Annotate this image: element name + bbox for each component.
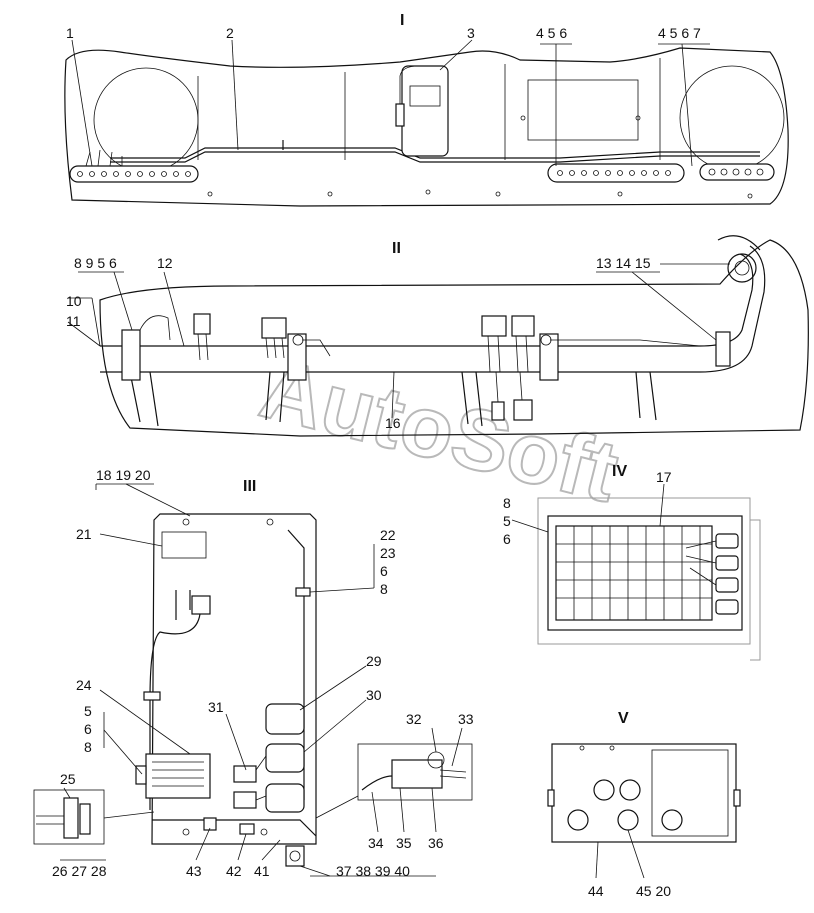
callout: 11 xyxy=(66,313,81,329)
callout: 1 xyxy=(66,25,74,41)
section-ii-view xyxy=(67,235,809,437)
callout: 18 19 20 xyxy=(96,467,151,483)
callout: 32 xyxy=(406,711,422,727)
callout: 41 xyxy=(254,863,270,879)
callout: 6 xyxy=(380,563,388,579)
callout: 5 xyxy=(84,703,92,719)
callout: 44 xyxy=(588,883,604,899)
callout: 10 xyxy=(66,293,82,309)
section-title-ii: II xyxy=(392,240,401,257)
section-i-view xyxy=(64,39,789,207)
callout: 43 xyxy=(186,863,202,879)
callout: 24 xyxy=(76,677,92,693)
section-title-iv: IV xyxy=(612,463,627,480)
callout: 8 xyxy=(503,495,511,511)
callout: 16 xyxy=(385,415,401,431)
callout: 13 14 15 xyxy=(596,255,651,271)
section-title-v: V xyxy=(618,710,629,727)
callout: 37 38 39 40 xyxy=(336,863,410,879)
section-iii-view xyxy=(33,483,473,877)
callout: 3 xyxy=(467,25,475,41)
callout: 33 xyxy=(458,711,474,727)
callout: 5 xyxy=(503,513,511,529)
callout: 36 xyxy=(428,835,444,851)
callout: 34 xyxy=(368,835,384,851)
callout: 12 xyxy=(157,255,173,271)
section-v-view xyxy=(547,743,741,879)
section-iv-view xyxy=(511,483,761,661)
battery-grid xyxy=(556,526,712,620)
callout: 17 xyxy=(656,469,672,485)
sockets xyxy=(715,533,739,615)
callout: 8 xyxy=(84,739,92,755)
callout: 45 20 xyxy=(636,883,671,899)
section-titles: I II III IV V xyxy=(243,12,629,727)
section-title-i: I xyxy=(400,12,404,29)
callout: 42 xyxy=(226,863,242,879)
callout: 35 xyxy=(396,835,412,851)
callout: 4 5 6 xyxy=(536,25,567,41)
callout: 2 xyxy=(226,25,234,41)
callout: 8 9 5 6 xyxy=(74,255,117,271)
callout: 25 xyxy=(60,771,76,787)
callout: 6 xyxy=(503,531,511,547)
callout: 26 27 28 xyxy=(52,863,107,879)
callout: 22 xyxy=(380,527,396,543)
callout: 30 xyxy=(366,687,382,703)
callout: 21 xyxy=(76,526,92,542)
callout: 31 xyxy=(208,699,224,715)
callout: 4 5 6 7 xyxy=(658,25,701,41)
callout: 23 xyxy=(380,545,396,561)
section-title-iii: III xyxy=(243,478,256,495)
callout-labels: 1 2 3 4 5 6 4 5 6 7 8 9 5 6 12 10 11 13 … xyxy=(52,25,701,899)
terminal-strip-left xyxy=(77,171,191,177)
callout: 8 xyxy=(380,581,388,597)
watermark: AutoSoft xyxy=(252,340,627,521)
terminal-strip-middle xyxy=(557,170,671,176)
callout: 6 xyxy=(84,721,92,737)
callout: 29 xyxy=(366,653,382,669)
